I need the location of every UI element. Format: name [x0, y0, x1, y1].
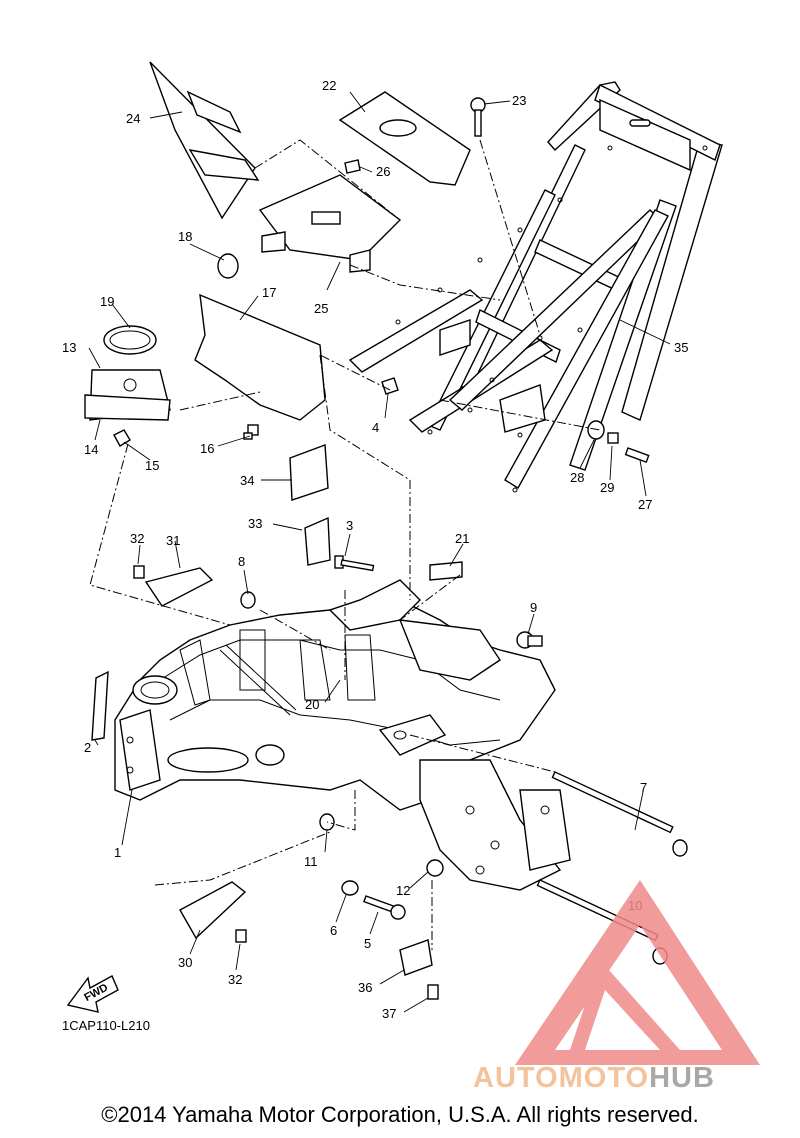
label-26	[344, 159, 361, 174]
collar-8	[240, 591, 256, 609]
bolt-9	[516, 631, 543, 649]
collar-12	[426, 859, 444, 877]
bracket-31-32	[133, 565, 214, 607]
watermark-logo: AUTOMOTOHUB	[473, 880, 760, 1094]
callout-4: 4	[372, 420, 379, 435]
triangle-logo-icon	[515, 880, 760, 1065]
battery-box-25	[258, 174, 402, 273]
svg-text:AUTOMOTOHUB: AUTOMOTOHUB	[473, 1062, 715, 1094]
callout-21: 21	[455, 531, 469, 546]
watermark-text-2: HUB	[649, 1062, 715, 1094]
band-18	[217, 253, 239, 279]
oring-19	[103, 325, 157, 355]
callout-11: 11	[304, 854, 318, 869]
plate-17	[194, 293, 326, 421]
callout-36: 36	[358, 980, 372, 995]
copyright-text: ©2014 Yamaha Motor Corporation, U.S.A. A…	[101, 1102, 698, 1127]
diagram-code: 1CAP110-L210	[62, 1018, 150, 1033]
leader-lines	[88, 91, 671, 1013]
callout-5: 5	[364, 936, 371, 951]
callout-37: 37	[382, 1006, 396, 1021]
callout-32b: 32	[228, 972, 242, 987]
callout-22: 22	[322, 78, 336, 93]
callout-6: 6	[330, 923, 337, 938]
callout-numbers: 1 2 3 4 5 6 7 8 9 10 11 12 13 14 15 16 1…	[62, 78, 688, 1021]
callout-9: 9	[530, 600, 537, 615]
callout-8: 8	[238, 554, 245, 569]
labels-33-34	[289, 444, 331, 566]
top-plate-24	[149, 61, 260, 220]
callout-17: 17	[262, 285, 276, 300]
bolt-3	[334, 555, 375, 572]
lock-assy-13-14	[84, 369, 171, 421]
callout-23: 23	[512, 93, 526, 108]
callout-30: 30	[178, 955, 192, 970]
bolt-23	[470, 97, 486, 137]
washer-6	[341, 880, 359, 896]
fwd-arrow-icon: FWD	[66, 975, 119, 1013]
callout-26: 26	[376, 164, 390, 179]
callout-34: 34	[240, 473, 254, 488]
callout-31: 31	[166, 533, 180, 548]
rear-subframe	[348, 81, 723, 493]
screw-16	[243, 424, 259, 440]
callout-18: 18	[178, 229, 192, 244]
callout-28: 28	[570, 470, 584, 485]
bolt-5	[363, 895, 406, 920]
callout-7: 7	[640, 780, 647, 795]
callout-14: 14	[84, 442, 98, 457]
callout-16: 16	[200, 441, 214, 456]
callout-1: 1	[114, 845, 121, 860]
callout-15: 15	[145, 458, 159, 473]
nut-15	[113, 429, 131, 447]
callout-24: 24	[126, 111, 140, 126]
callout-20: 20	[305, 697, 319, 712]
bracket-36-37	[399, 939, 439, 1000]
plate-30-32	[179, 881, 247, 943]
callout-13: 13	[62, 340, 76, 355]
callout-27: 27	[638, 497, 652, 512]
nut-4	[381, 377, 399, 395]
callout-12: 12	[396, 883, 410, 898]
callout-35: 35	[674, 340, 688, 355]
watermark-text-1: AUTOMOTO	[473, 1062, 649, 1094]
cover-22	[338, 91, 471, 186]
callout-3: 3	[346, 518, 353, 533]
callout-19: 19	[100, 294, 114, 309]
bolt-7	[551, 771, 688, 857]
callout-2: 2	[84, 740, 91, 755]
main-frame	[114, 579, 571, 891]
callout-29: 29	[600, 480, 614, 495]
callout-25: 25	[314, 301, 328, 316]
callout-33: 33	[248, 516, 262, 531]
tag-2	[91, 670, 109, 741]
callout-32a: 32	[130, 531, 144, 546]
collar-28-29-27	[587, 420, 650, 463]
reference-lines	[89, 139, 601, 950]
